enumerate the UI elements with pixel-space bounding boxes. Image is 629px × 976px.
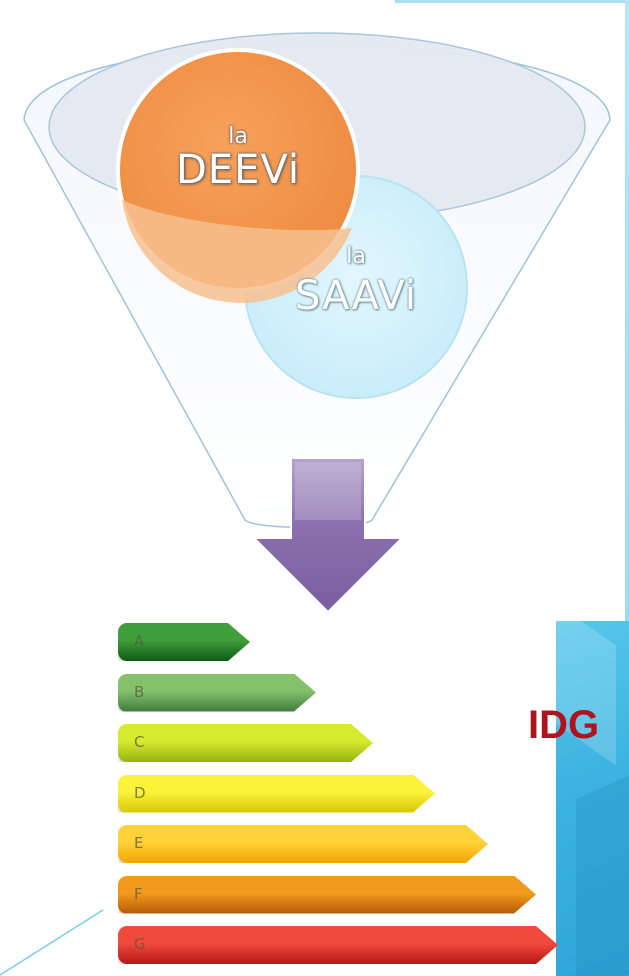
idg-label: IDG — [528, 703, 600, 747]
right-edge-accent — [625, 0, 629, 976]
energy-bar-a: A — [118, 623, 250, 661]
down-arrow-highlight — [295, 462, 361, 520]
energy-bar-letter: D — [134, 783, 146, 802]
energy-bar-letter: C — [134, 733, 145, 751]
panel-facet — [576, 762, 629, 976]
deevi-prefix: la — [228, 124, 248, 149]
top-accent-strip — [395, 0, 629, 3]
energy-bar-letter: B — [134, 682, 145, 701]
energy-bar-b: B — [118, 673, 316, 712]
saavi-name: SAAVi — [294, 273, 417, 319]
saavi-label: la SAAVi — [245, 244, 467, 319]
down-arrow — [251, 457, 405, 614]
deevi-name: DEEVi — [176, 147, 300, 193]
energy-bar-g: G — [118, 926, 558, 964]
blue-accent-panel — [556, 621, 629, 976]
energy-bar-letter: G — [134, 935, 146, 953]
deevi-label: la DEEVi — [118, 124, 358, 193]
energy-bar-letter: F — [134, 884, 143, 903]
funnel-diagram — [23, 32, 611, 614]
energy-bar-c: C — [118, 724, 373, 762]
deevi-circle-lower — [122, 200, 352, 303]
energy-bar-letter: E — [134, 834, 144, 852]
energy-rating-scale: A B C D E F G — [104, 619, 558, 976]
saavi-prefix: la — [346, 244, 366, 269]
energy-bar-e: E — [118, 825, 488, 863]
energy-bar-d: D — [118, 774, 435, 813]
energy-bar-f: F — [118, 875, 536, 914]
energy-bar-letter: A — [134, 632, 145, 650]
